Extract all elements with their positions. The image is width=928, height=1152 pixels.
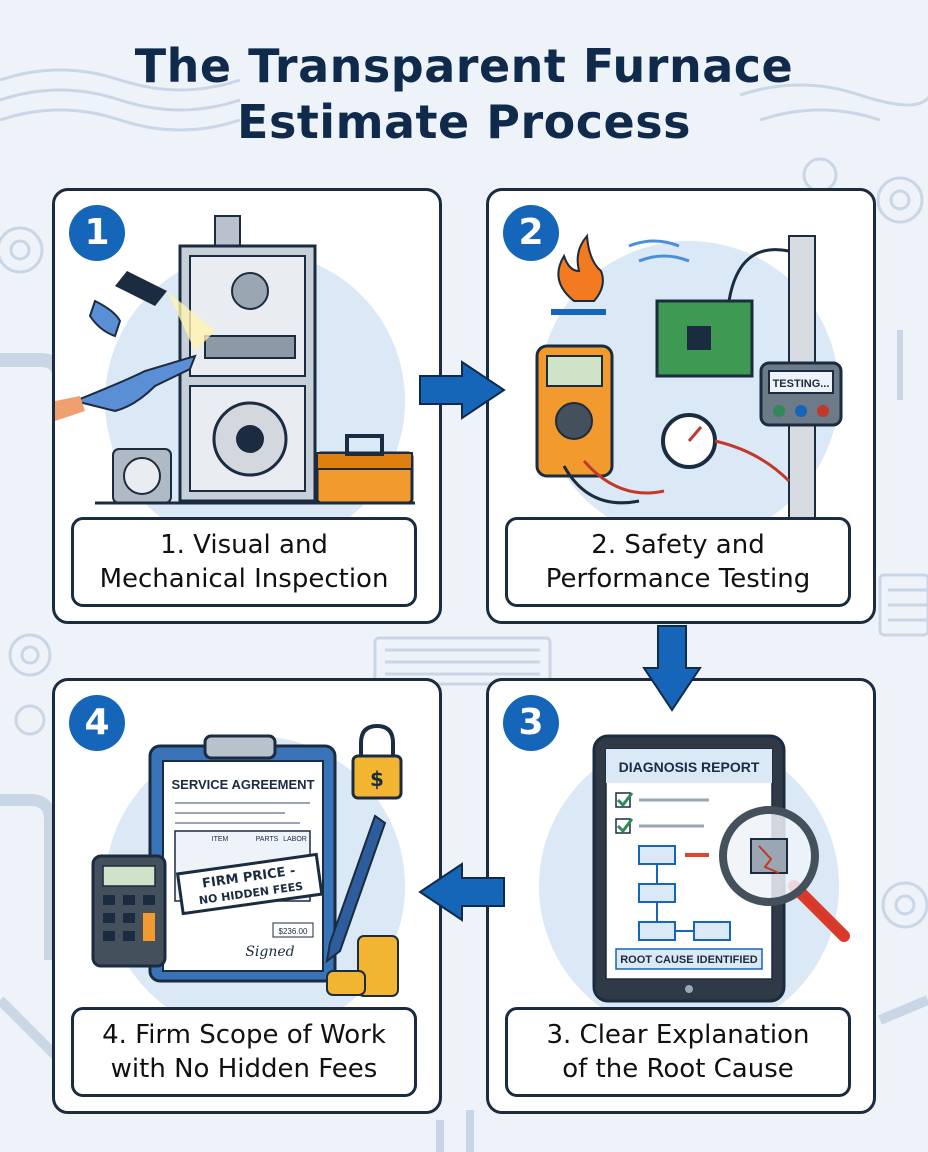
flame-icon	[551, 233, 606, 315]
agreement-title: SERVICE AGREEMENT	[171, 777, 314, 792]
step-card-4: SERVICE AGREEMENT ITEM PARTS LABOR FIRM …	[52, 678, 442, 1114]
clipboard-icon: SERVICE AGREEMENT ITEM PARTS LABOR FIRM …	[148, 734, 337, 983]
pen-icon	[325, 814, 387, 964]
signature-text: Signed	[245, 944, 294, 960]
tester-device-icon: TESTING...	[759, 361, 843, 427]
step-label: 1. Visual and Mechanical Inspection	[71, 517, 417, 607]
arrow-left	[418, 862, 505, 922]
step-badge: 4	[69, 695, 125, 751]
tablet-icon: DIAGNOSIS REPORT ROOT CAUSE IDENTIFIED	[592, 734, 786, 1003]
checkmark-icon	[615, 792, 634, 834]
step-card-3: DIAGNOSIS REPORT ROOT CAUSE IDENTIFIED	[486, 678, 876, 1114]
step-card-1: 1 1. Visual and Mechanical Inspection	[52, 188, 442, 624]
furnace-icon	[178, 215, 317, 503]
step-label: 4. Firm Scope of Work with No Hidden Fee…	[71, 1007, 417, 1097]
flowchart-icon	[638, 845, 731, 941]
multimeter-icon	[535, 344, 665, 505]
padlock-dollar-icon: $	[351, 723, 403, 800]
step-badge: 1	[69, 205, 125, 261]
fan-heater-icon	[112, 448, 172, 504]
step-badge: 2	[503, 205, 559, 261]
column-parts: PARTS	[256, 836, 279, 843]
magnifier-icon	[719, 806, 850, 942]
amount-text: $236.00	[279, 927, 308, 936]
column-labor: LABOR	[283, 836, 307, 843]
arrow-down	[642, 625, 702, 712]
calculator-icon	[91, 854, 167, 968]
column-item: ITEM	[212, 836, 229, 843]
root-cause-text: ROOT CAUSE IDENTIFIED	[620, 954, 758, 966]
step-label: 3. Clear Explanation of the Root Cause	[505, 1007, 851, 1097]
report-title: DIAGNOSIS REPORT	[619, 759, 760, 775]
testing-illustration: TESTING...	[535, 233, 843, 541]
firm-price-stamp: FIRM PRICE - NO HIDDEN FEES	[175, 852, 324, 916]
circuit-board-icon	[655, 248, 790, 378]
step-label: 2. Safety and Performance Testing	[505, 517, 851, 607]
svg-text:$: $	[370, 767, 384, 791]
step-badge: 3	[503, 695, 559, 751]
arrow-right	[419, 360, 506, 420]
pressure-gauge-icon	[661, 413, 791, 483]
step-card-2: TESTING... 2 2. Safety and Performance T…	[486, 188, 876, 624]
agreement-illustration: SERVICE AGREEMENT ITEM PARTS LABOR FIRM …	[91, 723, 405, 1036]
coins-icon	[326, 935, 399, 997]
diagnosis-illustration: DIAGNOSIS REPORT ROOT CAUSE IDENTIFIED	[539, 734, 850, 1036]
inspection-illustration	[55, 215, 415, 551]
flashlight-icon	[115, 271, 215, 351]
tester-screen-text: TESTING...	[773, 378, 830, 390]
gloved-hand-icon	[55, 299, 197, 421]
page-title: The Transparent Furnace Estimate Process	[134, 39, 794, 149]
